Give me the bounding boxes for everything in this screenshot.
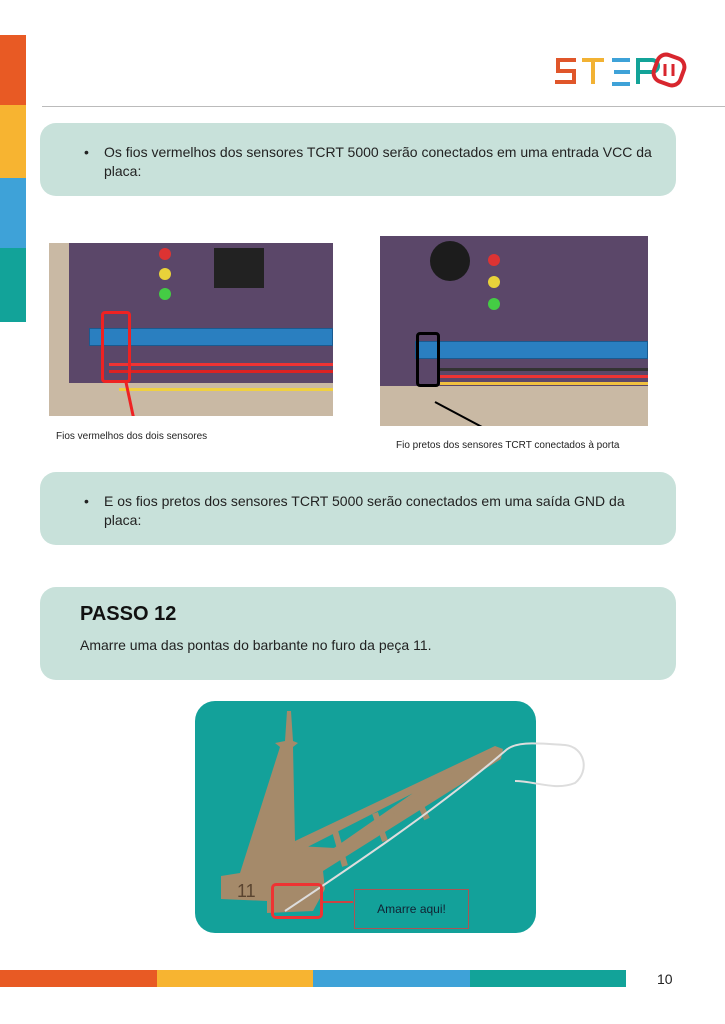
- callout-arrow: [323, 901, 353, 903]
- step-box: PASSO 12 Amarre uma das pontas do barban…: [40, 587, 676, 680]
- photo-black-wires: [380, 236, 648, 426]
- page-number: 10: [657, 971, 673, 987]
- footer-bar-yellow: [157, 970, 313, 987]
- info-box-vcc: Os fios vermelhos dos sensores TCRT 5000…: [40, 123, 676, 196]
- info-box-gnd: E os fios pretos dos sensores TCRT 5000 …: [40, 472, 676, 545]
- side-bar-blue: [0, 178, 26, 248]
- highlight-box: [101, 311, 131, 383]
- vcc-text: Os fios vermelhos dos sensores TCRT 5000…: [84, 143, 654, 181]
- tie-here-highlight: [271, 883, 323, 919]
- caption-right: Fio pretos dos sensores TCRT conectados …: [396, 440, 620, 451]
- figure-piece-11: 11 Amarre aqui!: [195, 701, 585, 933]
- photo-red-wires: [49, 243, 333, 416]
- side-bar-orange: [0, 35, 26, 105]
- callout-label: Amarre aqui!: [354, 889, 469, 929]
- gnd-text: E os fios pretos dos sensores TCRT 5000 …: [84, 492, 654, 530]
- step-logo: [552, 50, 687, 92]
- footer-bar-teal: [470, 970, 626, 987]
- footer-bar-blue: [313, 970, 470, 987]
- step-title: PASSO 12: [80, 603, 177, 625]
- piece-number: 11: [237, 881, 256, 901]
- header-divider: [42, 106, 725, 107]
- footer-bar-orange: [0, 970, 157, 987]
- side-bar-teal: [0, 248, 26, 322]
- side-bar-yellow: [0, 105, 26, 178]
- caption-left: Fios vermelhos dos dois sensores: [56, 431, 208, 442]
- step-text: Amarre uma das pontas do barbante no fur…: [80, 637, 432, 653]
- highlight-box: [416, 332, 440, 387]
